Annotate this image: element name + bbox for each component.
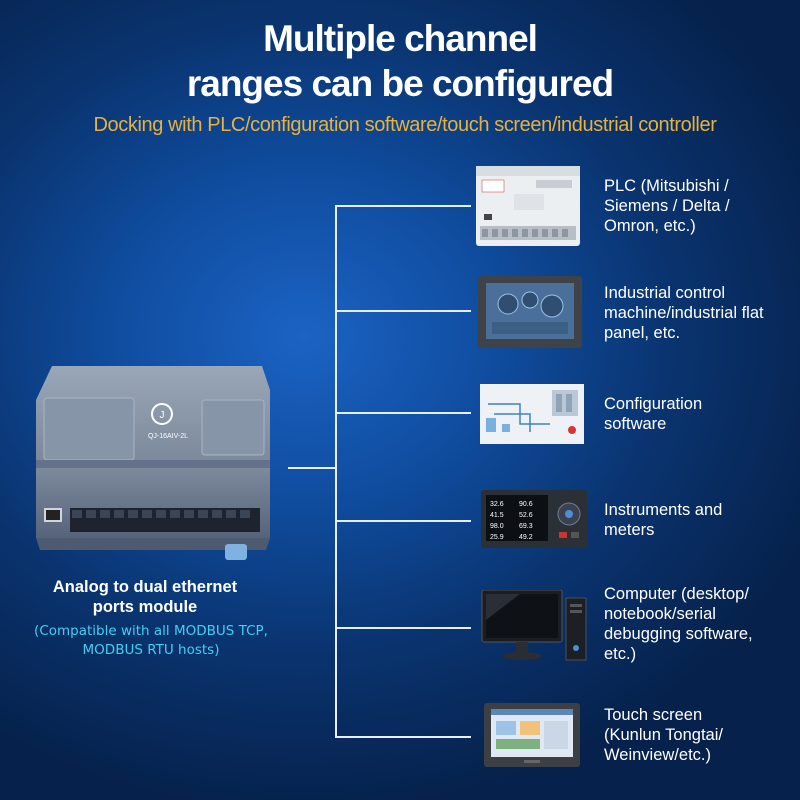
instrument-meter-icon: 32.6 90.6 41.5 52.6 98.0 69.3 25.9 49.2 <box>481 490 587 548</box>
label-line: Weinview/etc.) <box>604 746 711 764</box>
meter-reading: 90.6 <box>519 501 533 508</box>
label-line: Touch screen <box>604 706 703 724</box>
label-line: etc.) <box>604 645 637 663</box>
tree-branch-computer <box>335 627 471 629</box>
label-line: software <box>604 415 667 433</box>
module-name-line1: Analog to dual ethernet <box>52 578 238 596</box>
label-line: PLC (Mitsubishi / <box>604 177 729 195</box>
meter-reading: 69.3 <box>519 523 533 530</box>
meter-reading: 98.0 <box>490 523 504 530</box>
tree-branch-plc <box>335 205 471 207</box>
module-model-label: QJ-16AIV-2L <box>148 433 188 440</box>
tree-stem <box>288 467 336 469</box>
configuration-software-icon <box>480 384 584 444</box>
svg-text:J: J <box>160 410 165 421</box>
module-compat-note-line1: (Compatible with all MODBUS TCP, <box>34 623 268 639</box>
meter-reading: 49.2 <box>519 534 533 541</box>
device-label-touch: Touch screen (Kunlun Tongtai/ Weinview/e… <box>604 705 723 765</box>
meter-reading: 25.9 <box>490 534 504 541</box>
industrial-panel-icon <box>478 276 582 348</box>
label-line: notebook/serial <box>604 605 716 623</box>
tree-branch-touch <box>335 736 471 738</box>
device-label-config: Configuration software <box>604 394 702 434</box>
module-compat-note-line2: MODBUS RTU hosts) <box>82 642 220 658</box>
computer-icon <box>480 589 588 664</box>
page-title-line1: Multiple channel <box>263 18 538 59</box>
device-label-plc: PLC (Mitsubishi / Siemens / Delta / Omro… <box>604 176 730 236</box>
label-line: Siemens / Delta / <box>604 197 730 215</box>
touch-screen-icon <box>484 703 580 767</box>
tree-branch-config <box>335 412 471 414</box>
module-name-line2: ports module <box>92 598 198 616</box>
tree-trunk <box>335 205 337 738</box>
device-label-computer: Computer (desktop/ notebook/serial debug… <box>604 584 753 664</box>
tree-branch-meter <box>335 520 471 522</box>
label-line: Omron, etc.) <box>604 217 696 235</box>
device-label-meters: Instruments and meters <box>604 500 722 540</box>
device-label-panel: Industrial control machine/industrial fl… <box>604 283 764 343</box>
page-subtitle: Docking with PLC/configuration software/… <box>93 114 717 136</box>
label-line: Computer (desktop/ <box>604 585 749 603</box>
meter-reading: 52.6 <box>519 512 533 519</box>
page-title-line2: ranges can be configured <box>186 63 614 104</box>
label-line: Industrial control <box>604 284 726 302</box>
meter-reading: 41.5 <box>490 512 504 519</box>
meter-reading: 32.6 <box>490 501 504 508</box>
label-line: Instruments and <box>604 501 723 519</box>
plc-icon <box>474 164 582 248</box>
label-line: panel, etc. <box>604 324 681 342</box>
label-line: debugging software, <box>604 625 753 643</box>
label-line: meters <box>604 521 655 539</box>
tree-branch-panel <box>335 310 471 312</box>
label-line: machine/industrial flat <box>604 304 764 322</box>
label-line: (Kunlun Tongtai/ <box>604 726 723 744</box>
label-line: Configuration <box>604 395 703 413</box>
analog-ethernet-module-image: J QJ-16AIV-2L <box>30 360 272 565</box>
